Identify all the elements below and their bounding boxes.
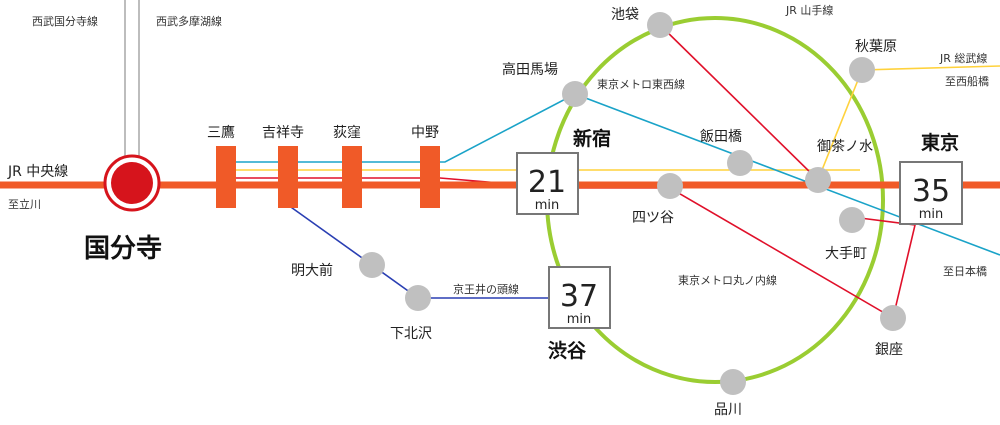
station-otemachi xyxy=(839,207,865,233)
time-tokyo-unit: min xyxy=(919,207,944,222)
time-shibuya-minutes: 37 xyxy=(560,279,598,314)
name-kichijoji: 吉祥寺 xyxy=(262,125,304,141)
station-ochanomizu xyxy=(805,167,831,193)
station-akihabara xyxy=(849,57,875,83)
time-shinjuku-minutes: 21 xyxy=(528,165,566,200)
label-to-tachikawa: 至立川 xyxy=(8,197,41,211)
name-otemachi: 大手町 xyxy=(825,246,867,262)
time-shinjuku-unit: min xyxy=(535,198,560,213)
station-meidaimae xyxy=(359,252,385,278)
name-ikebukuro: 池袋 xyxy=(611,7,639,23)
station-mitaka xyxy=(216,146,236,208)
name-meidaimae: 明大前 xyxy=(291,262,333,279)
station-shinagawa xyxy=(720,369,746,395)
name-ochanomizu: 御茶ノ水 xyxy=(817,139,873,155)
station-ikebukuro xyxy=(647,12,673,38)
name-iidabashi: 飯田橋 xyxy=(700,128,742,145)
time-shibuya-unit: min xyxy=(567,312,592,327)
name-shinjuku: 新宿 xyxy=(573,127,611,150)
sobu-line-east xyxy=(861,65,1000,71)
name-shinagawa: 品川 xyxy=(714,402,742,418)
tozai-line xyxy=(225,93,1000,256)
name-mitaka: 三鷹 xyxy=(207,125,235,141)
name-ogikubo: 荻窪 xyxy=(333,124,361,141)
time-box-shibuya: 37 min xyxy=(548,266,611,329)
name-takadanobaba: 高田馬場 xyxy=(502,61,558,78)
station-ginza xyxy=(880,305,906,331)
name-kokubunji: 国分寺 xyxy=(84,234,162,264)
label-jr-sobu: JR 総武線 xyxy=(939,51,987,65)
sobu-line-akihabara xyxy=(817,69,863,181)
station-iidabashi xyxy=(727,150,753,176)
label-seibu-kokubunji: 西武国分寺線 xyxy=(32,14,98,28)
name-ginza: 銀座 xyxy=(875,342,903,358)
label-to-nihonbashi: 至日本橋 xyxy=(943,264,987,278)
name-tokyo: 東京 xyxy=(921,131,959,154)
station-kokubunji-dot xyxy=(111,162,153,204)
label-marunouchi: 東京メトロ丸ノ内線 xyxy=(678,273,777,287)
name-akihabara: 秋葉原 xyxy=(855,39,897,55)
station-nakano xyxy=(420,146,440,208)
time-box-shinjuku: 21 min xyxy=(516,152,579,215)
name-yotsuya: 四ツ谷 xyxy=(632,210,674,226)
time-box-tokyo: 35 min xyxy=(899,161,963,225)
station-shimokitazawa xyxy=(405,285,431,311)
name-nakano: 中野 xyxy=(411,125,439,141)
station-takadanobaba xyxy=(562,81,588,107)
station-ogikubo xyxy=(342,146,362,208)
inokashira-line xyxy=(287,204,555,299)
label-jr-chuo: JR 中央線 xyxy=(7,164,68,180)
station-yotsuya xyxy=(657,173,683,199)
marunouchi-ikebukuro xyxy=(659,24,819,181)
label-seibu-tamako: 西武多摩湖線 xyxy=(156,14,222,28)
time-tokyo-minutes: 35 xyxy=(912,174,950,209)
label-tozai: 東京メトロ東西線 xyxy=(597,77,685,91)
label-to-nishifunabashi: 至西船橋 xyxy=(945,74,989,88)
label-keio-inokashira: 京王井の頭線 xyxy=(453,282,519,296)
label-jr-yamanote: JR 山手線 xyxy=(785,3,833,17)
name-shibuya: 渋谷 xyxy=(548,339,587,362)
station-kichijoji xyxy=(278,146,298,208)
name-shimokitazawa: 下北沢 xyxy=(390,326,432,342)
